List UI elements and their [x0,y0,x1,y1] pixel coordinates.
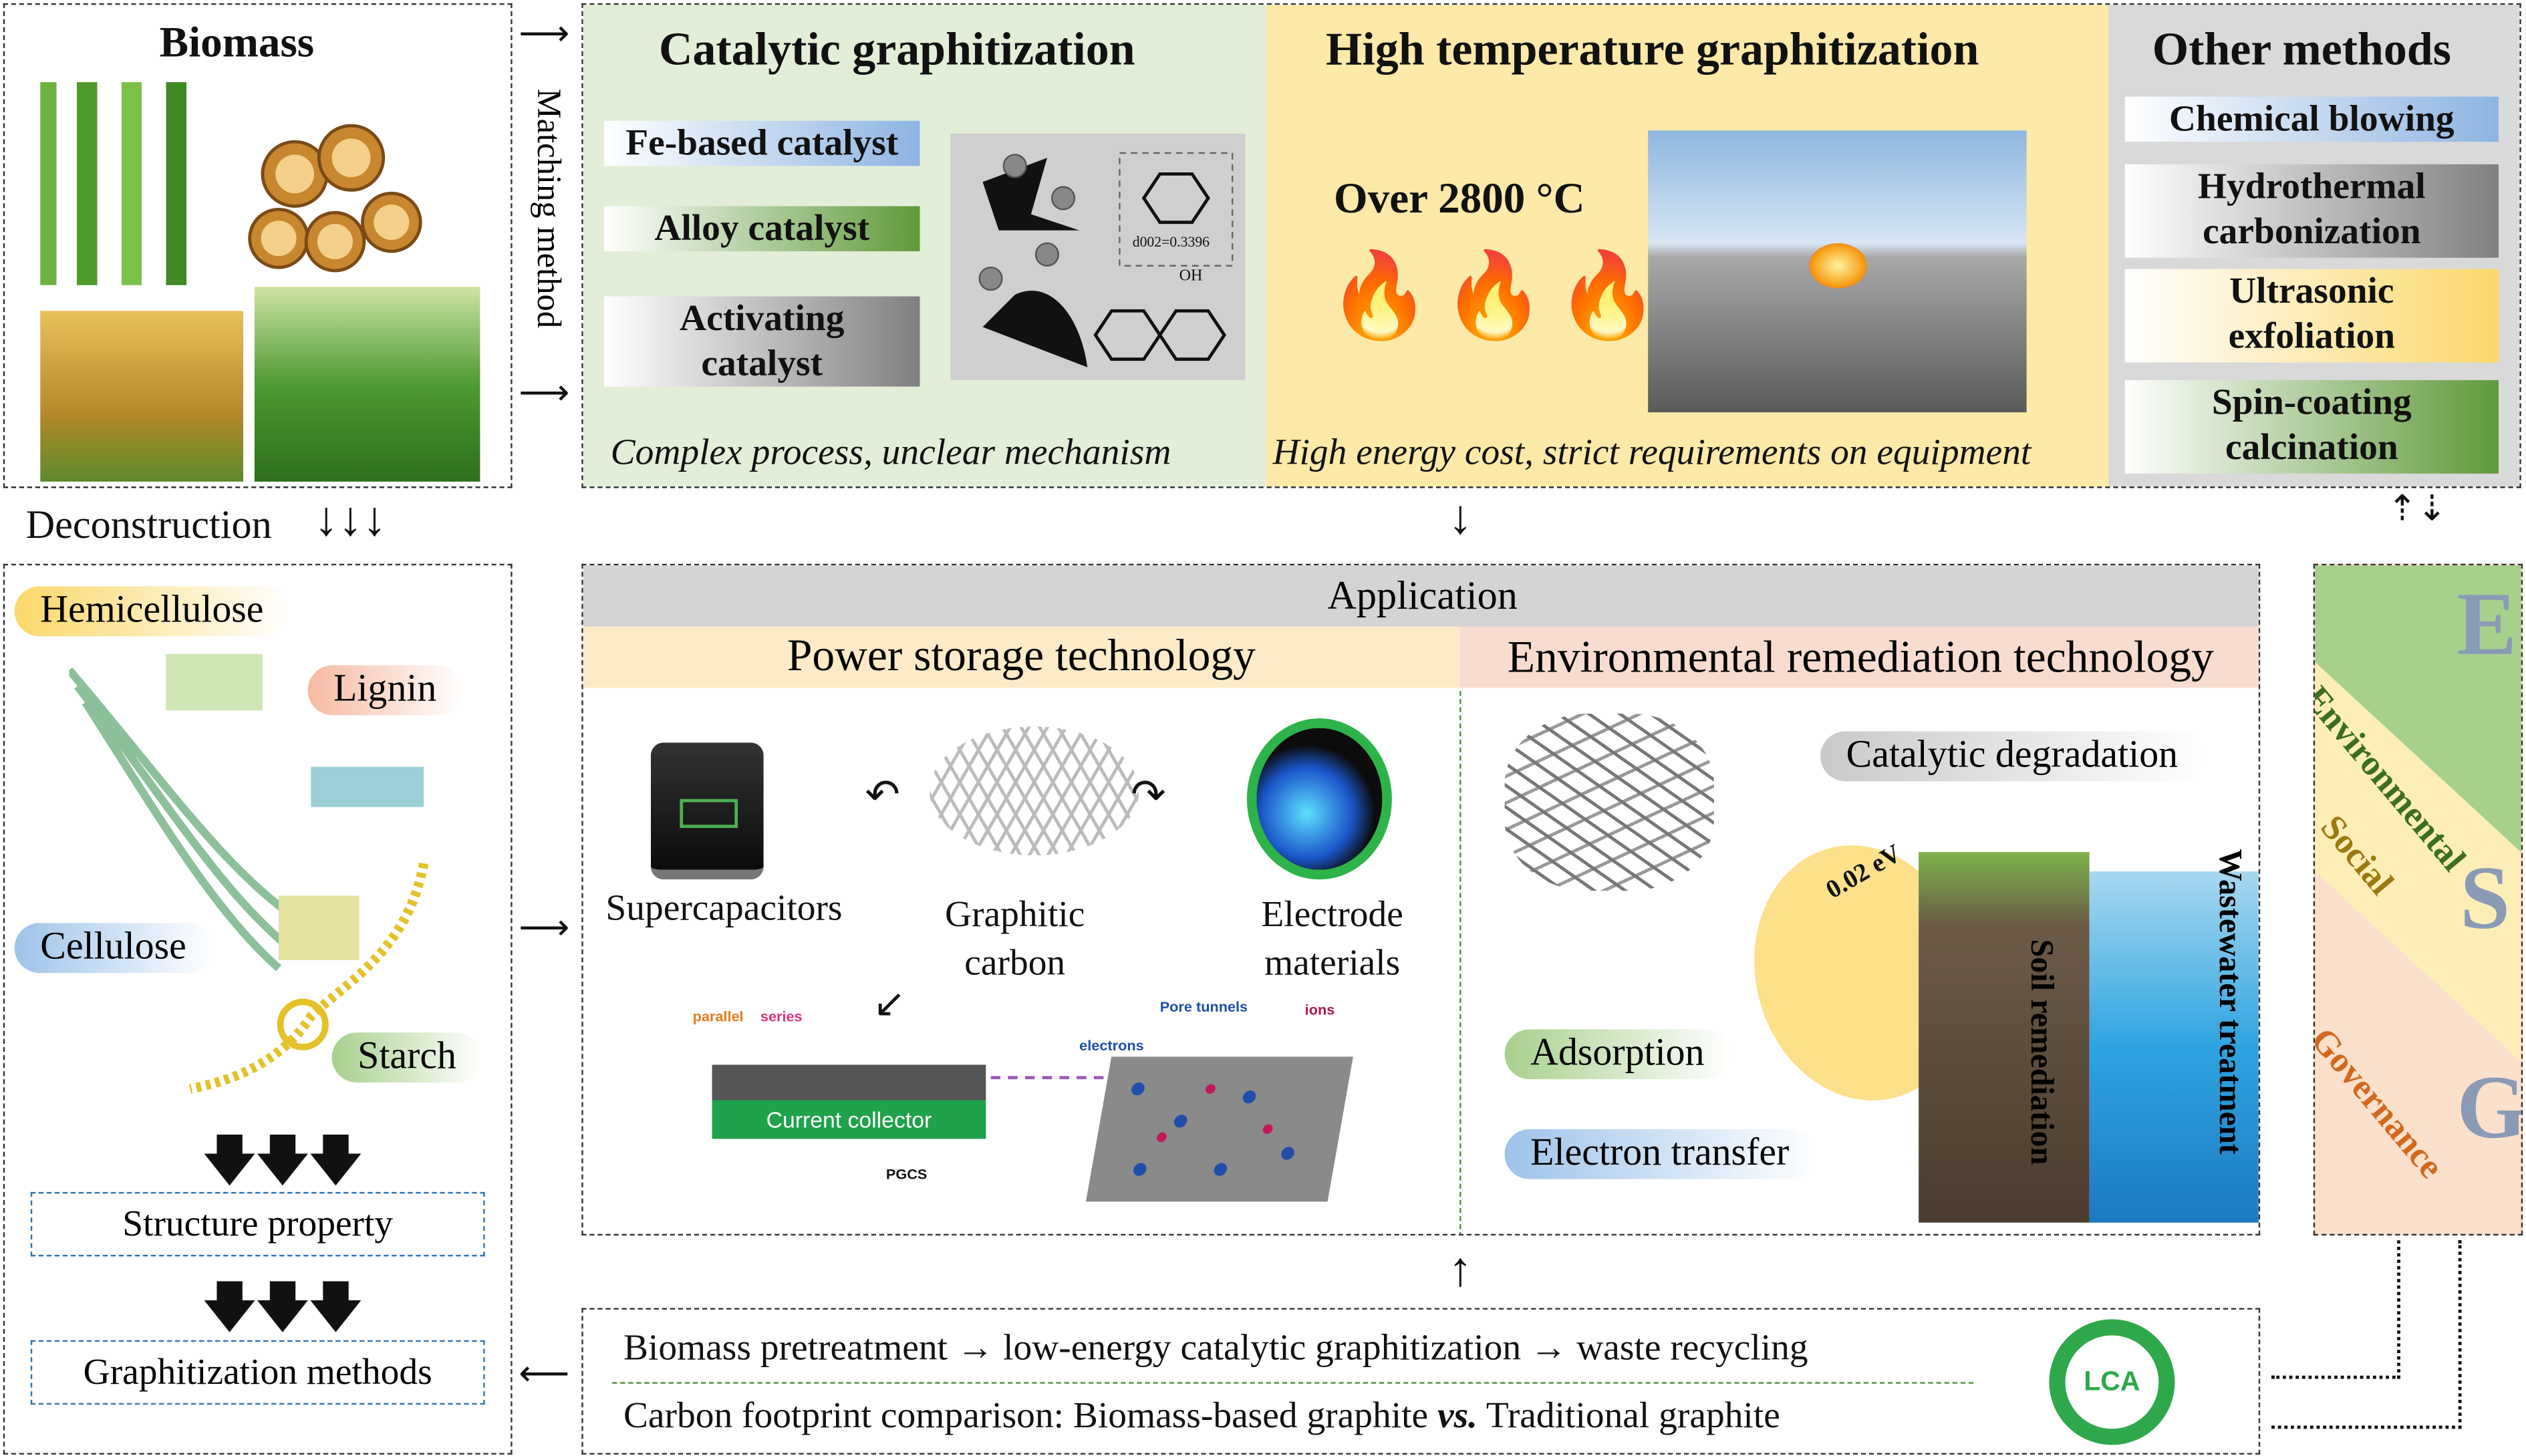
e-letter: E [2457,575,2517,676]
other-methods-title: Other methods [2152,24,2451,76]
catalyst-mechanism-image: d002=0.3396 OH [950,134,1246,380]
supercapacitors-label: Supercapacitors [605,887,843,928]
hydrothermal-label: Hydrothermal carbonization [2124,164,2499,258]
lca-line-1: Biomass pretreatment → low-energy cataly… [623,1327,1808,1368]
section-divider [1459,691,1461,1234]
electrons-label: electrons [1079,1037,1144,1054]
arrow-up-icon: ↑ [1448,1244,1473,1297]
fe-catalyst-label: Fe-based catalyst [604,120,920,166]
lca-line-2b: Traditional graphite [1478,1395,1780,1435]
vs-label: vs. [1437,1395,1478,1435]
pgcs-illustration: parallel series Current collector PGCS e… [676,999,1401,1209]
adsorption-label: Adsorption [1504,1029,1731,1080]
graphitic-carbon-label: Graphitic carbon [945,893,1085,983]
s-letter: S [2460,849,2511,949]
components-panel: Hemicellulose Lignin Cellulose Starch 🡇🡇… [3,563,513,1455]
temperature-label: Over 2800 °C [1334,174,1585,223]
power-storage-title: Power storage technology [583,626,1460,688]
arrow-right-icon: ⟶ [519,13,570,53]
water-image [2089,871,2259,1223]
catalytic-section: Catalytic graphitization Fe-based cataly… [583,5,1266,487]
arrow-left-icon: ⟵ [519,1352,570,1394]
esg-panel: Environmental E Social S Governance G [2313,563,2523,1236]
biomass-panel: Biomass [3,3,513,488]
lca-line-2: Carbon footprint comparison: Biomass-bas… [623,1395,1780,1437]
high-temp-title: High temperature graphitization [1326,24,1979,76]
electrode-materials-label: Electrode materials [1261,893,1403,983]
graphene-sheet-image [929,726,1139,856]
wheat-image [254,287,480,482]
chemical-blowing-label: Chemical blowing [2124,96,2499,142]
high-temp-section: High temperature graphitization Over 280… [1266,5,2109,487]
matching-method-label: Matching method [530,88,569,329]
down-arrows-icon: 🡇🡇🡇 [201,1279,364,1339]
deconstruction-label: Deconstruction [25,504,272,548]
soil-image [1919,852,2090,1223]
graphitization-methods-box: Graphitization methods [30,1340,485,1405]
ions-label: ions [1304,1002,1335,1018]
wastewater-label: Wastewater treatment [2211,849,2247,1155]
curved-arrow-down-icon: ↙ [873,984,906,1026]
pore-tunnels-label: Pore tunnels [1159,998,1248,1015]
connector-line [990,1076,1104,1080]
lca-line-2a: Carbon footprint comparison: Biomass-bas… [623,1395,1437,1435]
catalytic-degradation-label: Catalytic degradation [1820,731,2204,782]
high-temp-note: High energy cost, strict requirements on… [1272,432,2031,472]
series-label: series [760,1008,803,1025]
arrow-right-icon: ⟶ [519,907,570,948]
application-panel: Application Power storage technology Env… [581,563,2261,1236]
methods-panel: Catalytic graphitization Fe-based cataly… [581,3,2521,488]
biomass-title: Biomass [159,17,315,66]
lca-panel: Biomass pretreatment → low-energy cataly… [581,1308,2261,1455]
spin-coating-label: Spin-coating calcination [2124,380,2499,474]
logs-image [247,94,482,283]
g-letter: G [2457,1058,2523,1159]
pgcs-label: PGCS [885,1166,928,1183]
parallel-label: parallel [692,1008,744,1025]
furnace-flame-icon [1809,243,1868,289]
fiber-image [66,653,424,972]
env-remediation-title: Environmental remediation technology [1459,626,2259,688]
porous-block-image [1085,1056,1353,1202]
current-collector-label: Current collector [712,1100,986,1139]
rice-image [40,311,244,482]
dotted-arrows-icon: ⇡⇣ [2387,488,2447,529]
arrow-right-icon: ⟶ [519,372,570,413]
hemicellulose-label: Hemicellulose [14,586,290,637]
application-title: Application [583,565,2259,627]
catalytic-title: Catalytic graphitization [658,24,1135,76]
structure-property-box: Structure property [30,1191,485,1257]
down-arrows-icon: ↓↓↓ [314,492,387,547]
d002-label: d002=0.3396 [1132,233,1210,250]
furnace-image [1648,130,2027,413]
ultrasonic-label: Ultrasonic exfoliation [2124,269,2499,363]
catalytic-note: Complex process, unclear mechanism [610,432,1171,472]
lca-divider [612,1382,1974,1384]
alloy-catalyst-label: Alloy catalyst [604,206,920,252]
graphite-sheets [712,1064,986,1101]
starch-label: Starch [331,1032,482,1082]
soil-remediation-label: Soil remediation [2023,939,2059,1165]
arrow-down-icon: ↓ [1448,491,1473,545]
other-methods-section: Other methods Chemical blowing Hydrother… [2108,5,2520,487]
lignin-label: Lignin [307,665,462,716]
starch-chain-image [182,855,440,1097]
down-arrows-icon: 🡇🡇🡇 [201,1132,364,1192]
electrode-image [1246,718,1392,880]
curved-arrow-right-icon: ↷ [1131,771,1166,819]
lca-recycle-icon: LCA [2049,1319,2175,1445]
curved-arrow-left-icon: ↶ [865,771,901,819]
dotted-connector [2271,1240,2400,1379]
oh-label: OH [1179,267,1203,285]
dotted-connector [2271,1240,2462,1429]
carbon-fiber-image [1504,713,1714,891]
bamboo-image [40,82,244,285]
cellulose-label: Cellulose [14,923,213,974]
activating-catalyst-label: Activating catalyst [604,296,920,387]
supercapacitor-image [650,742,764,880]
electron-transfer-label: Electron transfer [1504,1129,1815,1179]
flame-icons: 🔥🔥🔥 [1327,251,1670,343]
